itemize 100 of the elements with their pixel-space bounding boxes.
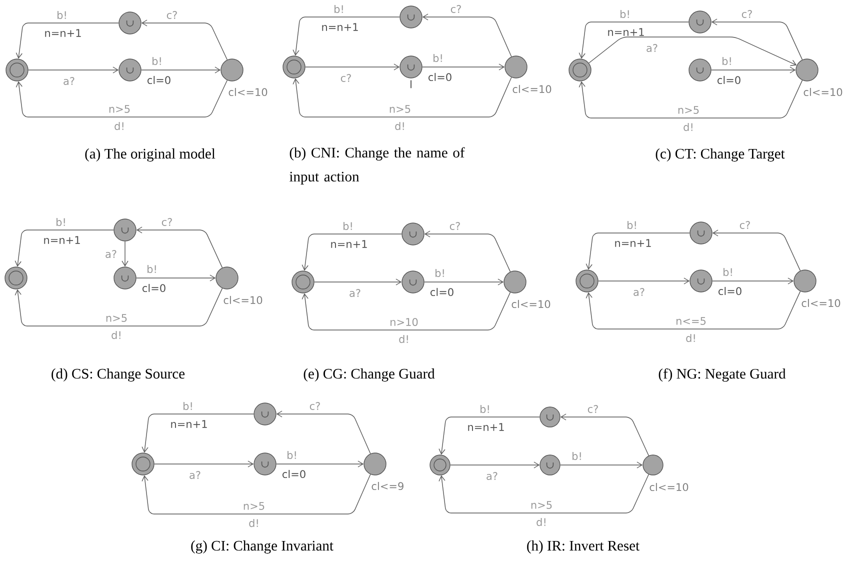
- arrow: [712, 230, 801, 272]
- guard-label: n>5: [244, 502, 264, 510]
- guard-label: n>5: [106, 314, 127, 322]
- edge-label: d!: [112, 330, 120, 340]
- invariant-label: cl<=10: [228, 88, 268, 96]
- committed-location: [688, 58, 712, 82]
- edge-label: b!: [58, 10, 66, 20]
- edge-label: b!: [344, 222, 352, 230]
- edge-label: a?: [64, 77, 74, 85]
- update-label: n=n+1: [44, 236, 80, 244]
- edge-label: a?: [646, 44, 658, 52]
- arrow: [16, 22, 119, 59]
- location-name: l: [410, 80, 412, 88]
- committed-location: [118, 12, 142, 34]
- arrow: [141, 20, 228, 60]
- arrow: [142, 414, 254, 453]
- update-label: n=n+1: [331, 240, 367, 248]
- arrow: [292, 77, 512, 118]
- edge-label: c?: [166, 11, 177, 19]
- edge-label: b!: [148, 264, 156, 274]
- update-label: cl=0: [430, 288, 454, 296]
- edge-label: b!: [334, 4, 343, 14]
- initial-location: [282, 56, 306, 78]
- location-circle: [642, 454, 664, 476]
- arrow: [142, 474, 371, 514]
- edge-label: c?: [742, 10, 752, 18]
- subfigure-caption: (b) CNI: Change the name of input action: [290, 147, 465, 184]
- edge-label: b!: [434, 54, 442, 62]
- arrow: [422, 14, 512, 57]
- update-label: cl=0: [282, 470, 306, 478]
- location-circle: [220, 58, 244, 82]
- guard-label: n>10: [390, 318, 418, 326]
- guard-label: n>5: [678, 106, 699, 114]
- arrow: [314, 278, 402, 286]
- update-label: n=n+1: [608, 28, 644, 36]
- initial-location: [132, 452, 154, 476]
- edge-label: b!: [620, 10, 629, 18]
- arrow: [305, 64, 400, 70]
- initial-location: [568, 58, 592, 82]
- committed-location: [402, 222, 424, 246]
- arrow: [560, 462, 643, 468]
- committed-location: [114, 218, 136, 242]
- location-circle: [796, 58, 818, 82]
- arrow: [588, 36, 797, 66]
- location-circle: [504, 270, 526, 294]
- subfigure-caption: (c) CT: Change Target: [656, 148, 785, 162]
- edge-label: c?: [588, 405, 598, 413]
- committed-location: [540, 406, 560, 428]
- edge-label: b!: [152, 56, 161, 66]
- location-circle: [504, 56, 528, 78]
- update-label: n=n+1: [615, 239, 651, 247]
- edge-label: d!: [686, 334, 695, 342]
- arrow: [141, 66, 221, 74]
- edge-label: d!: [249, 518, 258, 528]
- arrow: [136, 274, 216, 282]
- location-circle: [364, 452, 386, 476]
- edge-label: b!: [572, 452, 581, 460]
- arrow: [276, 410, 371, 454]
- guard-label: n>5: [531, 501, 552, 509]
- initial-location: [292, 270, 314, 294]
- arrow: [438, 416, 540, 455]
- arrow: [578, 22, 689, 59]
- arrow: [711, 66, 796, 74]
- edge-label: b!: [724, 268, 732, 276]
- edge-label: d!: [536, 518, 546, 526]
- arrow: [424, 278, 504, 286]
- edge-label: c?: [162, 218, 172, 226]
- edge-label: b!: [56, 218, 65, 226]
- arrow: [711, 18, 803, 60]
- edge-label: b!: [436, 268, 444, 278]
- arrow: [16, 80, 228, 118]
- subfigure-caption: (h) IR: Invert Reset: [527, 540, 640, 554]
- arrow: [302, 292, 511, 330]
- committed-location: [402, 270, 424, 294]
- update-label: cl=0: [148, 76, 170, 84]
- arrow: [302, 234, 402, 271]
- arrow: [438, 474, 650, 514]
- arrow: [424, 230, 511, 272]
- location-circle: [794, 270, 816, 292]
- subfigure-caption: (a) The original model: [85, 148, 216, 162]
- arrow: [560, 414, 650, 456]
- edge-label: b!: [628, 220, 636, 230]
- arrow: [578, 80, 803, 118]
- initial-location: [6, 58, 28, 82]
- arrow: [136, 226, 223, 268]
- committed-location: [688, 10, 712, 34]
- invariant-label: cl<=10: [224, 296, 262, 304]
- committed-location: [400, 6, 422, 28]
- arrow: [598, 278, 690, 284]
- subfigure-caption: (g) CI: Change Invariant: [191, 540, 334, 554]
- update-label: n=n+1: [45, 29, 81, 37]
- guard-label: n<=5: [676, 317, 706, 325]
- edge-label: d!: [114, 122, 124, 130]
- invariant-label: cl<=10: [512, 84, 552, 94]
- edge-label: c?: [450, 5, 461, 13]
- arrow: [292, 16, 400, 56]
- initial-location: [576, 270, 598, 292]
- edge-label: c?: [340, 74, 351, 82]
- edge-label: a?: [350, 289, 360, 297]
- arrow: [28, 66, 119, 74]
